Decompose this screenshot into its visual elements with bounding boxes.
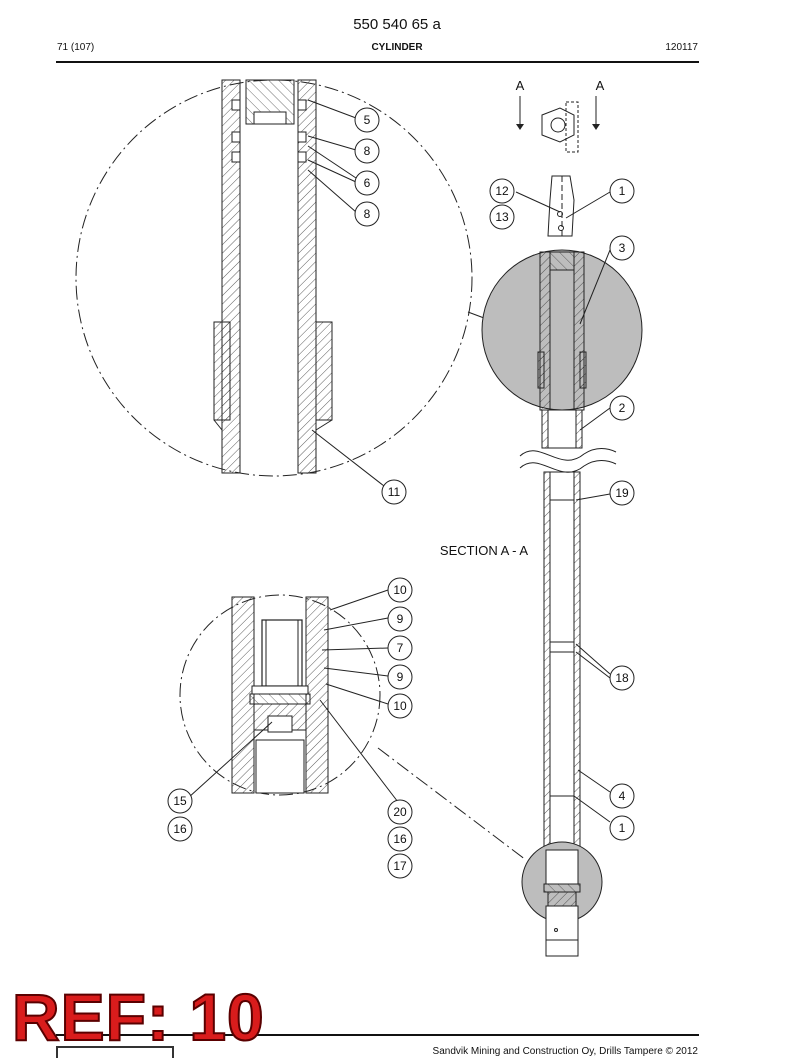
balloon-label: 16 — [173, 822, 187, 836]
balloon-label: 8 — [364, 144, 371, 158]
balloon-label: 8 — [364, 207, 371, 221]
view-mark-left: A — [516, 78, 525, 93]
section-mark — [516, 96, 600, 153]
balloon-label: 15 — [173, 794, 187, 808]
balloon-label: 11 — [388, 485, 401, 499]
balloon-label: 10 — [393, 699, 407, 713]
balloon-label: 13 — [495, 210, 509, 224]
balloon-label: 1 — [619, 184, 626, 198]
footer-rule — [56, 1034, 699, 1036]
balloon-label: 1 — [619, 821, 626, 835]
balloon-label: 9 — [397, 670, 404, 684]
view-mark-right: A — [596, 78, 605, 93]
brand-logo-fragment — [56, 1046, 174, 1058]
main-cylinder — [481, 175, 643, 957]
balloon-label: 18 — [615, 671, 629, 685]
balloon-label: 6 — [364, 176, 371, 190]
balloon-label: 7 — [397, 641, 404, 655]
page-indicator: 71 (107) — [57, 42, 95, 53]
header-rule — [56, 61, 699, 63]
section-label: SECTION A - A — [440, 543, 528, 558]
balloon-label: 10 — [393, 583, 407, 597]
document-number: 550 540 65 a — [353, 16, 441, 33]
bottom-detail-view — [179, 589, 527, 861]
balloon-label: 5 — [364, 113, 371, 127]
revision-date: 120117 — [665, 42, 698, 53]
balloon-label: 3 — [619, 241, 626, 255]
part-balloons — [167, 107, 635, 879]
footer-copyright: Sandvik Mining and Construction Oy, Dril… — [432, 1046, 698, 1057]
balloon-label: 9 — [397, 612, 404, 626]
ref-stamp: REF: 10 — [11, 980, 265, 1054]
balloon-label: 19 — [615, 486, 629, 500]
balloon-label: 12 — [495, 184, 509, 198]
balloon-label: 20 — [393, 805, 407, 819]
page-title: CYLINDER — [371, 42, 423, 53]
balloon-label: 17 — [393, 859, 407, 873]
balloon-label: 16 — [393, 832, 407, 846]
balloon-label: 2 — [619, 401, 626, 415]
balloon-label: 4 — [619, 789, 626, 803]
top-detail-view — [75, 79, 485, 487]
